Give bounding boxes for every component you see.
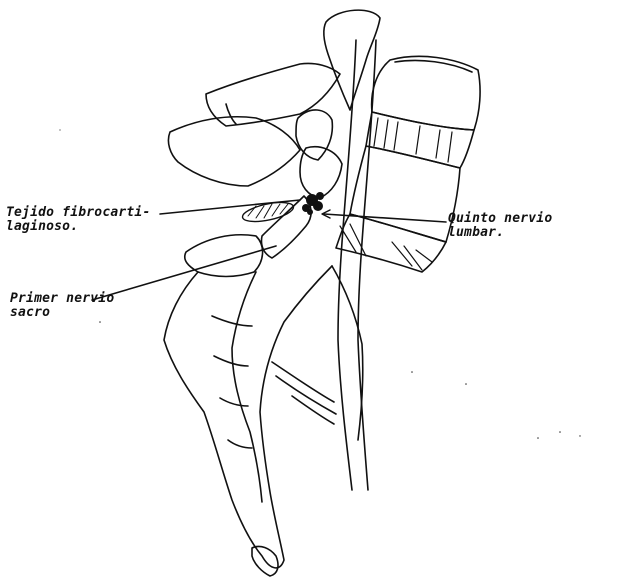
l4-l5-disc — [366, 112, 474, 168]
l5-transverse-process — [168, 117, 300, 186]
label-quinto-line1: Quinto nervio — [448, 212, 552, 226]
label-tejido-fibrocartilaginoso: Tejido fibrocarti- laginoso. — [6, 206, 150, 234]
label-tejido-line2: laginoso. — [6, 220, 150, 234]
label-quinto-line2: lumbar. — [448, 226, 552, 240]
scan-speckles — [59, 129, 580, 438]
leader-tejido — [160, 200, 300, 214]
label-quinto-nervio-lumbar: Quinto nervio lumbar. — [448, 212, 552, 240]
sacrum-outline — [164, 266, 332, 568]
label-primer-line1: Primer nervio — [10, 292, 114, 306]
l4-vertebral-body — [372, 56, 480, 130]
sacral-ridge-4 — [228, 440, 252, 448]
sacral-ridge-3 — [220, 398, 248, 406]
sacral-ala — [185, 235, 263, 277]
sacrum-posterior — [232, 272, 262, 502]
leader-quinto — [324, 214, 446, 222]
label-tejido-line1: Tejido fibrocarti- — [6, 206, 150, 220]
l5-s1-disc — [336, 214, 446, 272]
label-primer-line2: sacro — [10, 306, 114, 320]
l5-vertebral-body — [350, 146, 460, 242]
sacral-nerve-1 — [272, 362, 334, 402]
l4-lamina-inner — [226, 104, 236, 124]
nerve-ganglion — [302, 192, 324, 215]
spinal-canal-left — [338, 40, 356, 490]
label-primer-nervio-sacro: Primer nervio sacro — [10, 292, 114, 320]
l4-l5-disc-hatching — [374, 118, 452, 162]
sacral-nerve-2 — [276, 376, 336, 414]
articular-process-upper — [296, 110, 332, 160]
sacral-ridge-2 — [214, 356, 248, 366]
sacral-ridge-1 — [212, 316, 252, 326]
l5-s1-disc-hatching — [340, 224, 432, 270]
